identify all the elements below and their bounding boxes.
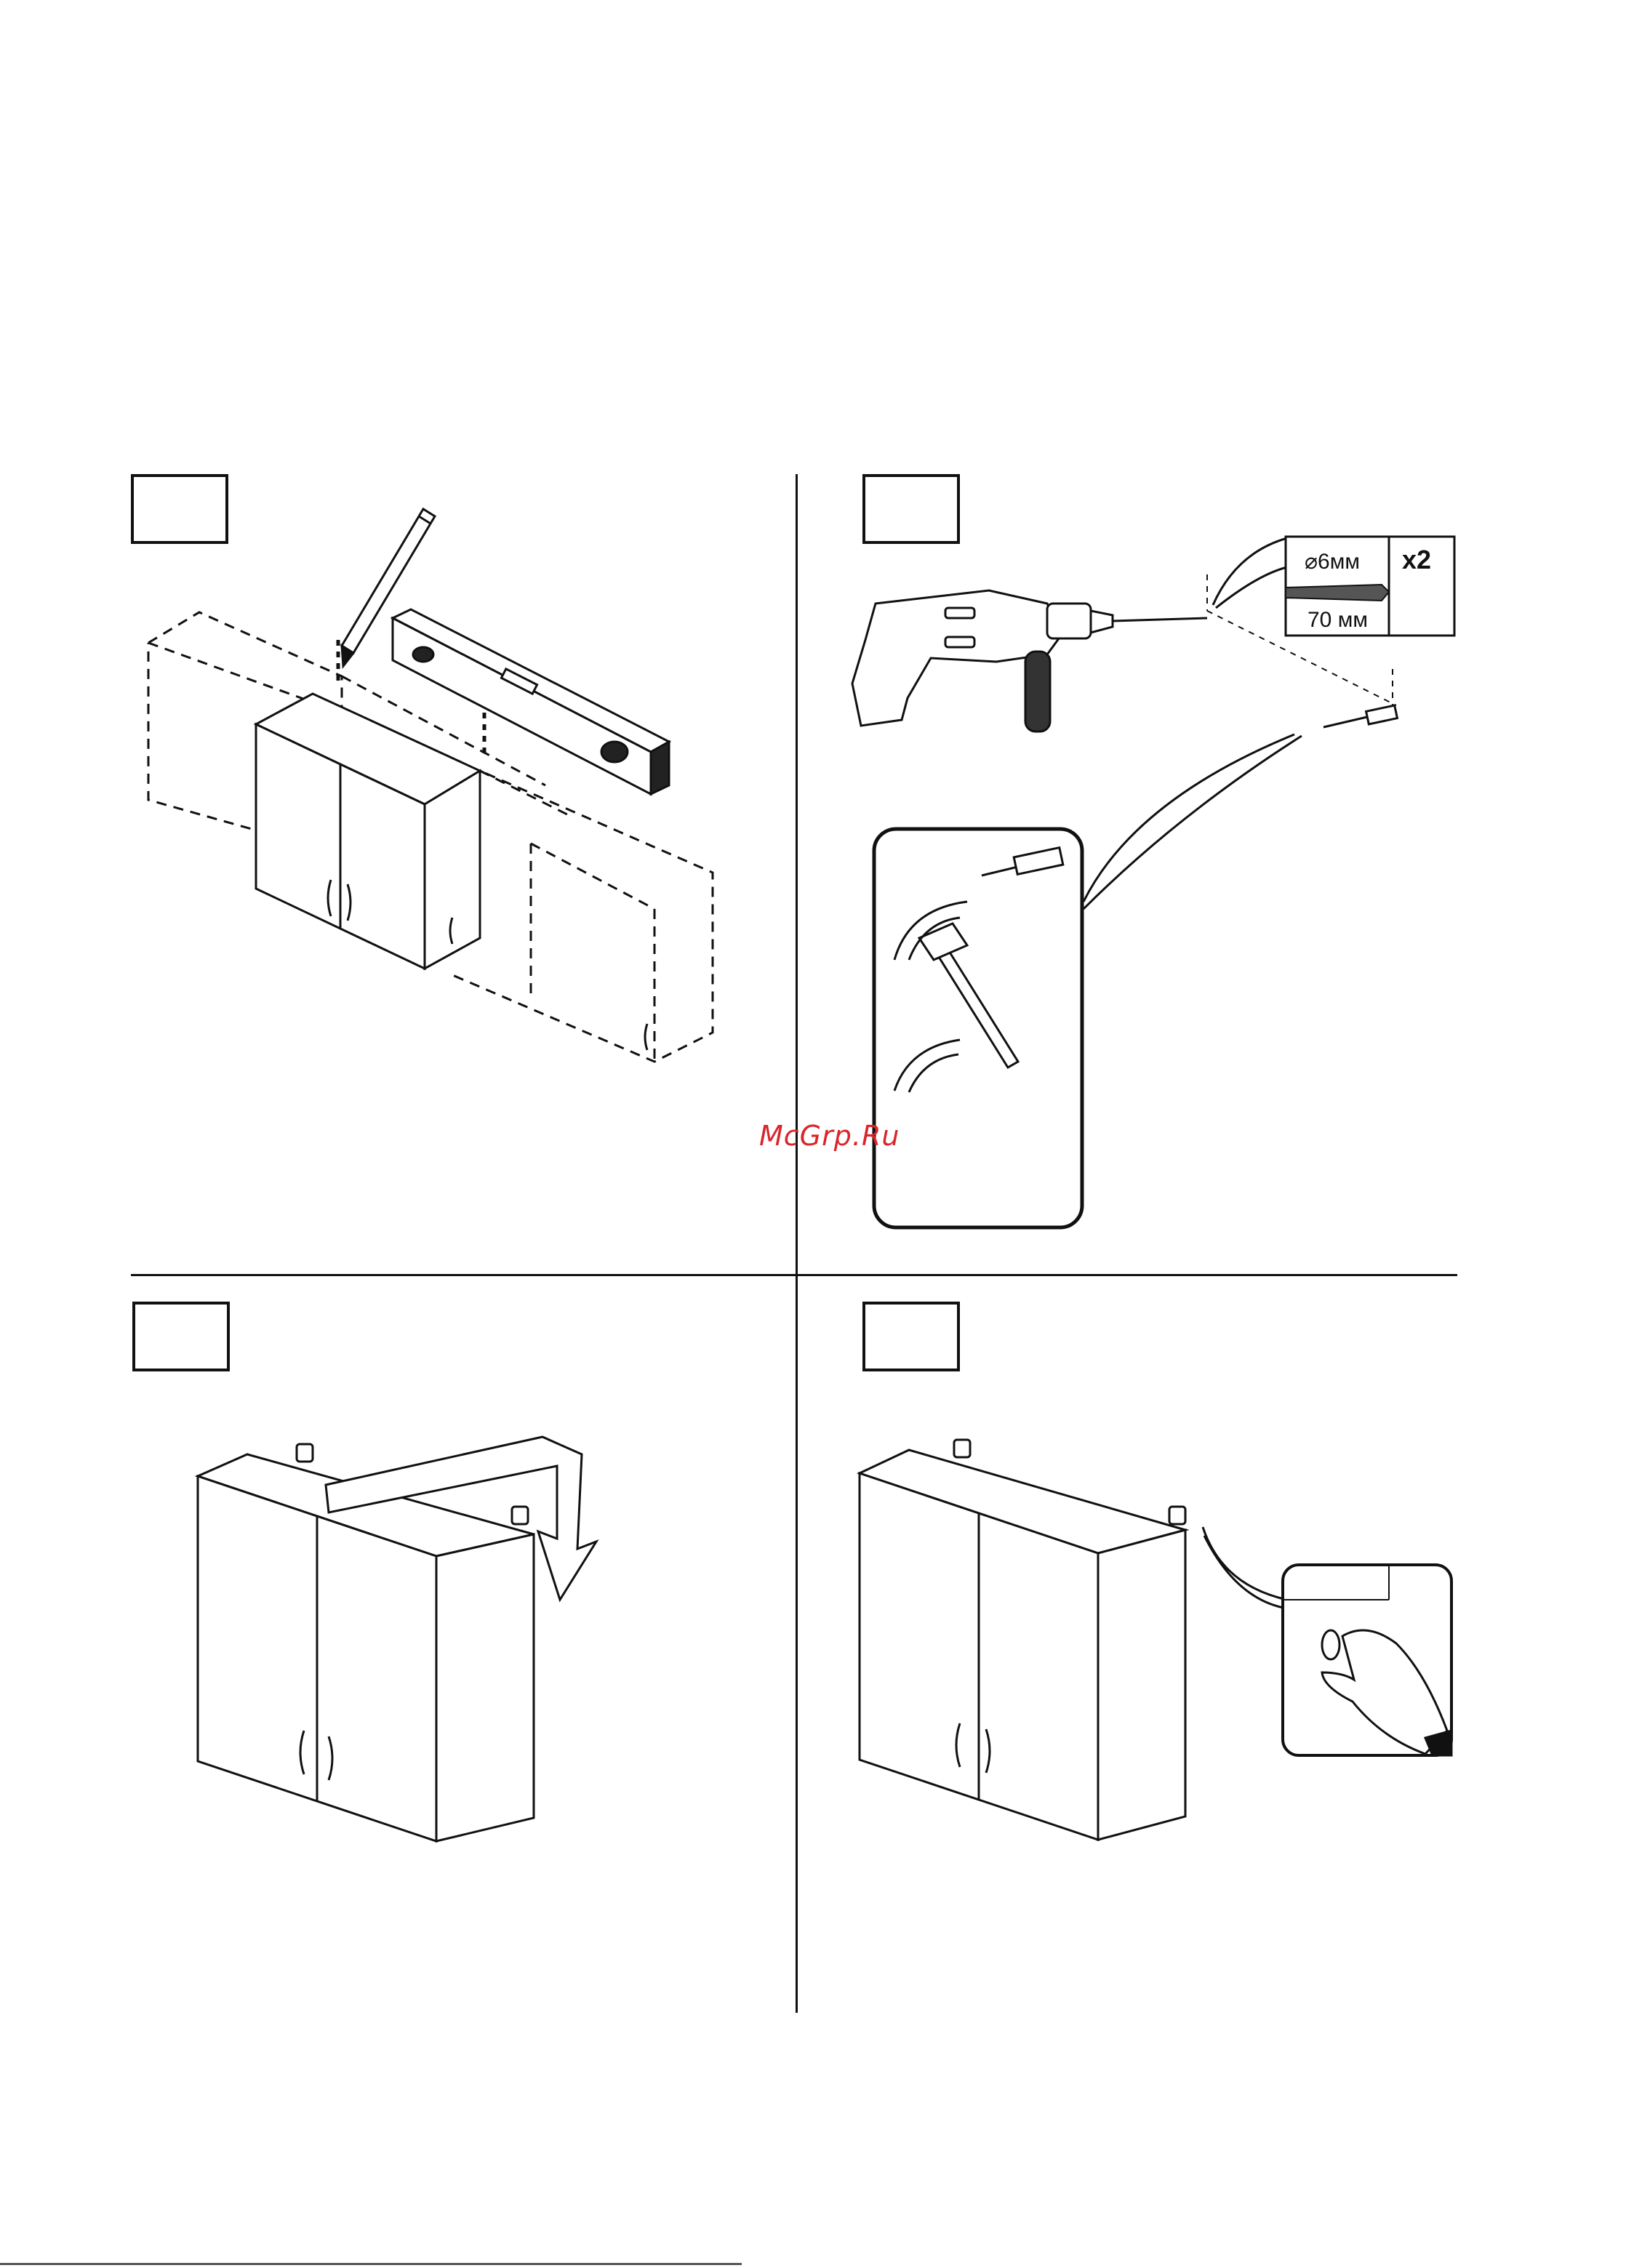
- bottom-rule: [0, 2263, 742, 2265]
- watermark: McGrp.Ru: [759, 1120, 900, 1152]
